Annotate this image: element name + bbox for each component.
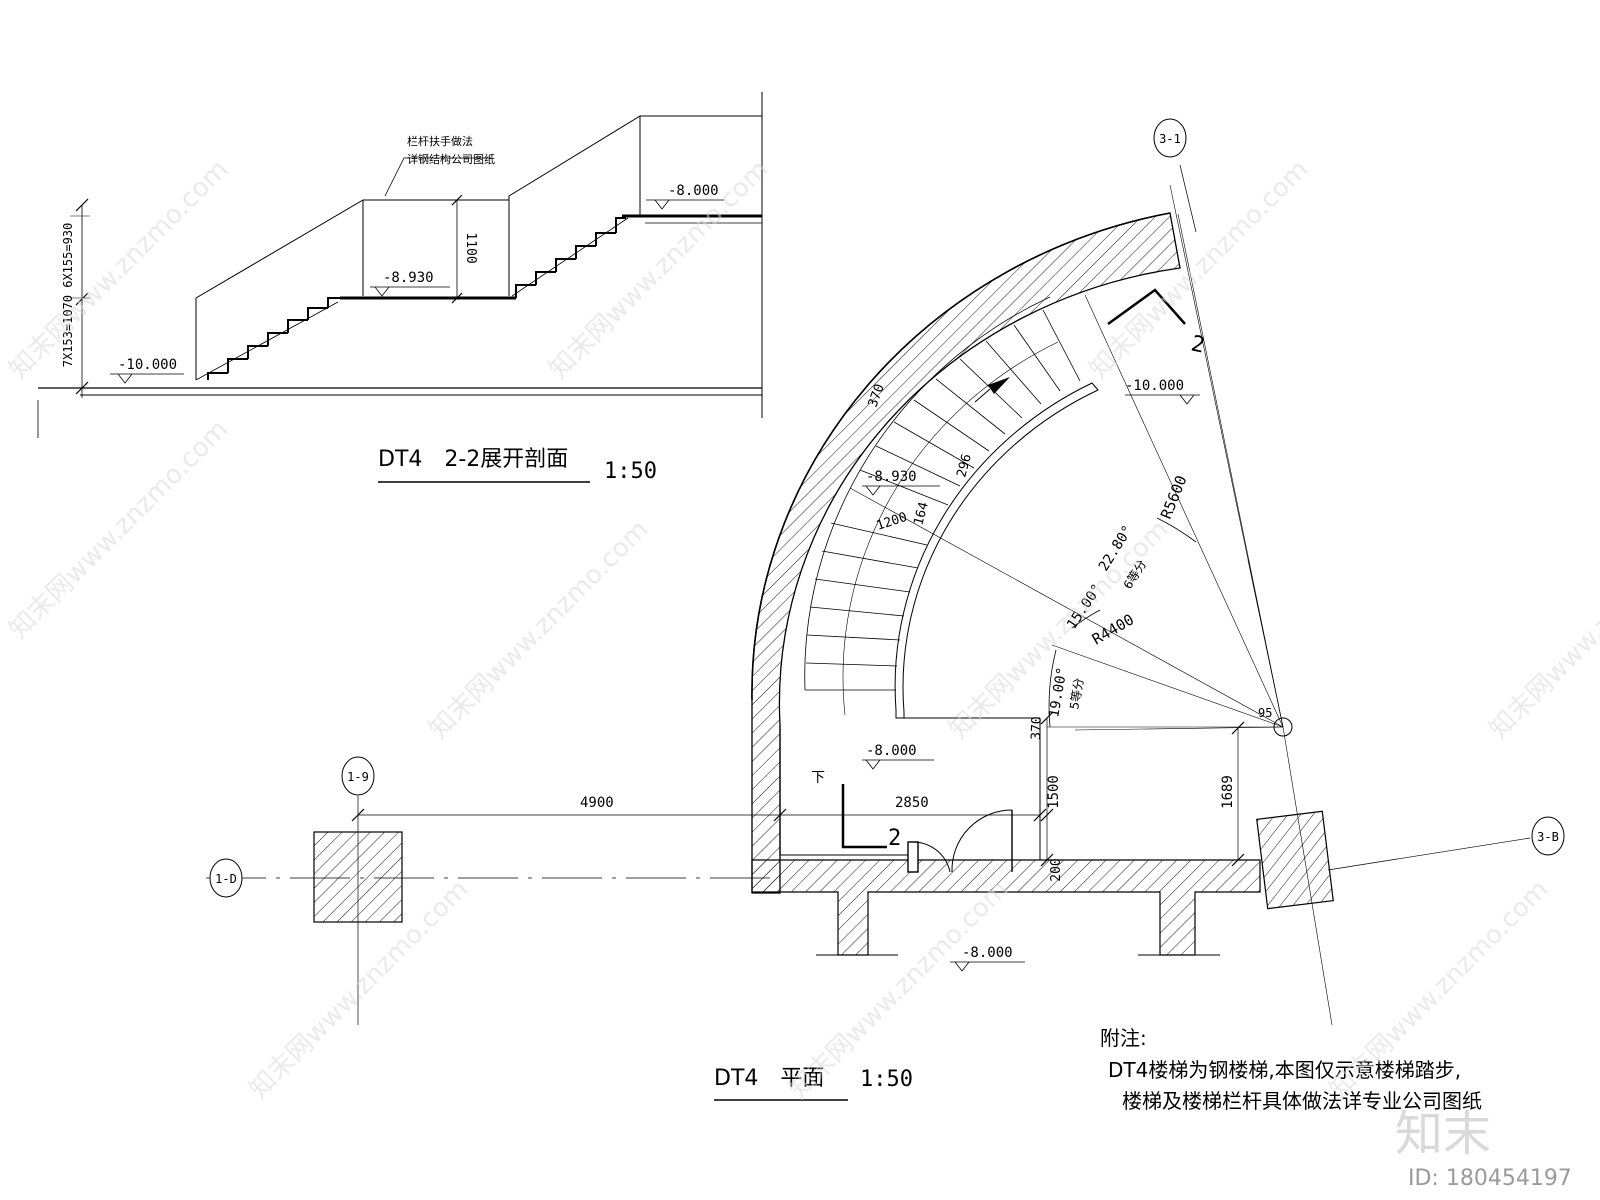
level-mark-minus-10000: -10.000 — [110, 357, 184, 384]
watermark: 知末网www.znzmo.com 知末网www.znzmo.com 知末网www… — [4, 154, 1600, 1105]
radial-lines — [849, 184, 1333, 1026]
dim-200: 200 — [1049, 858, 1064, 881]
svg-text:知末网www.znzmo.com: 知末网www.znzmo.com — [4, 414, 235, 645]
dim-95: 95 — [1258, 706, 1272, 720]
svg-text:-8.930: -8.930 — [383, 270, 434, 286]
svg-text:3-B: 3-B — [1537, 830, 1559, 844]
plan-title: DT4 平面 — [714, 1066, 824, 1091]
svg-text:1-9: 1-9 — [347, 770, 369, 784]
section-scale: 1:50 — [604, 459, 657, 484]
notes: 附注: DT4楼梯为钢楼梯,本图仅示意楼梯踏步, 楼梯及楼梯栏杆具体做法详专业公… — [1100, 1026, 1482, 1113]
section-cut-top — [1107, 288, 1186, 326]
dim-1200: 1200 — [875, 510, 909, 534]
section-title: DT4 2-2展开剖面 — [378, 447, 568, 472]
column-3B — [1256, 810, 1334, 910]
grid-bubble-3-B: 3-B — [1531, 816, 1565, 856]
plan-level-minus-10000: -10.000 — [1125, 378, 1200, 405]
notes-heading: 附注: — [1100, 1026, 1147, 1050]
level-mark-minus-8000: -8.000 — [646, 183, 724, 210]
dim-1689: 1689 — [1220, 775, 1236, 809]
plan-scale: 1:50 — [860, 1067, 913, 1092]
dim-296: 296 — [954, 452, 975, 479]
svg-text:-8.930: -8.930 — [866, 469, 917, 485]
svg-text:-10.000: -10.000 — [118, 357, 177, 373]
railing-note-line1: 栏杆扶手做法 — [407, 134, 473, 148]
dim-164: 164 — [911, 500, 932, 527]
image-id: ID: 180454197 — [1408, 1166, 1572, 1191]
section-cut-bottom — [841, 784, 887, 849]
section-2-2: 1100 栏杆扶手做法 详钢结构公司图纸 7X153=1070 6X155=93… — [37, 92, 763, 484]
dim-4900: 4900 — [580, 795, 614, 811]
svg-text:-8.000: -8.000 — [668, 183, 719, 199]
dim-1500: 1500 — [1046, 775, 1062, 809]
stair-treads — [805, 309, 1081, 691]
svg-text:知末网www.znzmo.com: 知末网www.znzmo.com — [4, 154, 235, 385]
railing-note-line2: 详钢结构公司图纸 — [407, 152, 495, 166]
plan-level-minus-8000-entry: -8.000 — [862, 743, 934, 770]
door-swing — [907, 809, 1013, 873]
dim-2850: 2850 — [895, 795, 929, 811]
svg-text:知末网www.znzmo.com: 知末网www.znzmo.com — [544, 154, 775, 385]
svg-text:知末网www.znzmo.com: 知末网www.znzmo.com — [1484, 514, 1600, 745]
stair-plan: 3-1 1-9 1-D 3-B 2 2 4900 2850 1500 — [206, 118, 1565, 1101]
svg-text:-8.000: -8.000 — [962, 945, 1013, 961]
section-mark-bottom: 2 — [888, 826, 901, 851]
dim-vertical: 7X153=1070 6X155=930 — [61, 223, 75, 368]
svg-text:-8.000: -8.000 — [866, 743, 917, 759]
division-5: 5等分 — [1067, 677, 1086, 711]
notes-line2: 楼梯及楼梯栏杆具体做法详专业公司图纸 — [1122, 1089, 1482, 1113]
grid-bubble-1-D: 1-D — [209, 858, 243, 898]
notes-line1: DT4楼梯为钢楼梯,本图仅示意楼梯踏步, — [1108, 1058, 1461, 1082]
label-down: 下 — [811, 770, 825, 786]
svg-text:1-D: 1-D — [215, 872, 237, 886]
plan-level-minus-8930: -8.930 — [862, 469, 940, 496]
svg-text:知末网www.znzmo.com: 知末网www.znzmo.com — [424, 514, 655, 745]
dim-1100: 1100 — [463, 232, 478, 263]
dim-370-b: 370 — [1029, 716, 1045, 740]
section-mark-top: 2 — [1189, 331, 1207, 358]
svg-text:-10.000: -10.000 — [1125, 378, 1184, 394]
svg-text:3-1: 3-1 — [1159, 132, 1181, 146]
base-wall — [751, 859, 1261, 956]
plan-level-minus-8000-bottom: -8.000 — [950, 945, 1025, 972]
up-arrow-icon — [988, 377, 1010, 394]
angle-19-00: 19.00° — [1046, 666, 1071, 719]
grid-bubble-1-9: 1-9 — [341, 756, 375, 796]
grid-bubble-3-1: 3-1 — [1153, 118, 1187, 158]
level-mark-minus-8930: -8.930 — [370, 270, 450, 297]
watermark-logo: 知末 — [1395, 1106, 1491, 1162]
